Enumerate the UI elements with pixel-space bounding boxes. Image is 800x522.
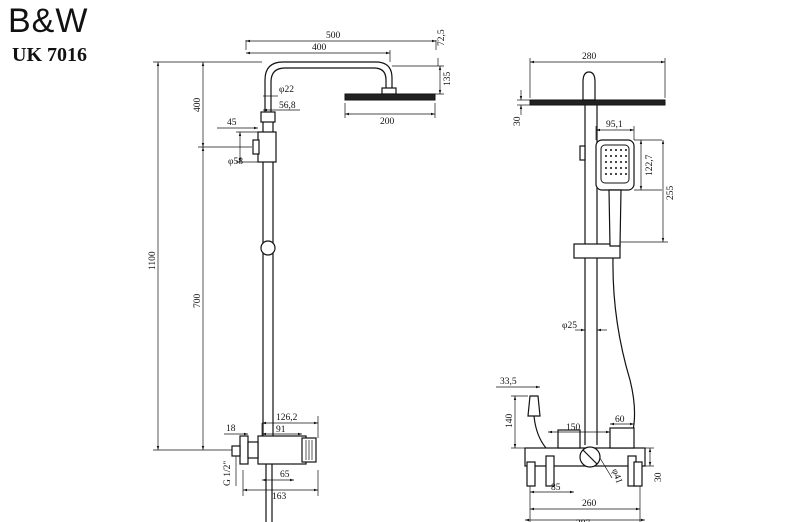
dim-280: 280 — [582, 52, 597, 62]
dim-400-vertical: 400 — [193, 98, 203, 113]
thread-g-half: G 1/2" — [223, 461, 233, 486]
dim-140: 140 — [505, 414, 515, 429]
model-number: UK 7016 — [12, 44, 87, 66]
dim-30-top: 30 — [513, 116, 523, 126]
dim-500: 500 — [326, 31, 341, 41]
dim-18: 18 — [226, 424, 236, 434]
hand-shower-nozzles — [605, 149, 627, 175]
bidet-sprayer — [527, 395, 541, 417]
dim-phi-41: φ41 — [609, 468, 624, 486]
shower-arm-inner — [270, 67, 387, 118]
dim-287: 287 — [576, 519, 591, 522]
front-slider — [573, 243, 621, 259]
dim-135: 135 — [443, 72, 453, 87]
dim-1100: 1100 — [148, 251, 158, 270]
wall-bracket — [257, 131, 277, 163]
dim-65: 65 — [280, 470, 290, 480]
wall-plate — [239, 435, 249, 465]
front-view: 280 30 95,1 122,7 255 φ25 33,5 140 — [496, 52, 676, 522]
shower-arm — [264, 61, 393, 118]
dim-200: 200 — [380, 117, 395, 127]
front-arm-top — [582, 71, 596, 101]
dim-phi-25: φ25 — [562, 321, 577, 331]
dim-700: 700 — [193, 294, 203, 309]
dim-72-5: 72,5 — [437, 29, 447, 46]
head-shower-connector — [381, 87, 397, 95]
brand-logo: B&W — [8, 2, 89, 40]
dim-150: 150 — [566, 423, 581, 433]
dim-30-right: 30 — [654, 472, 664, 482]
hand-shower-handle — [608, 189, 622, 247]
eccentric-fitting — [231, 445, 241, 457]
dim-56-8: 56,8 — [279, 101, 296, 111]
front-head-shower — [529, 99, 666, 106]
dim-400-top: 400 — [312, 43, 327, 53]
side-view: 500 400 72,5 135 φ22 56,8 200 45 φ58 — [148, 29, 453, 522]
dim-260: 260 — [582, 499, 597, 509]
dim-163: 163 — [272, 492, 287, 502]
dim-95-1: 95,1 — [606, 120, 623, 130]
dim-255: 255 — [666, 186, 676, 201]
hand-shower-hose — [612, 257, 636, 447]
dim-91: 91 — [276, 425, 286, 435]
mixer-body — [257, 435, 307, 465]
dim-33-5: 33,5 — [500, 377, 517, 387]
dim-phi-58: φ58 — [228, 157, 243, 167]
bidet-hose — [533, 415, 547, 449]
dim-60: 60 — [615, 415, 625, 425]
top-coupling — [260, 111, 276, 123]
head-shower-plate — [344, 93, 436, 101]
dim-126-2: 126,2 — [276, 413, 298, 423]
dim-phi-22: φ22 — [279, 85, 294, 95]
dim-45: 45 — [227, 118, 237, 128]
dim-85: 85 — [551, 483, 561, 493]
slider-knob — [260, 240, 276, 256]
dim-122-7: 122,7 — [645, 154, 655, 176]
